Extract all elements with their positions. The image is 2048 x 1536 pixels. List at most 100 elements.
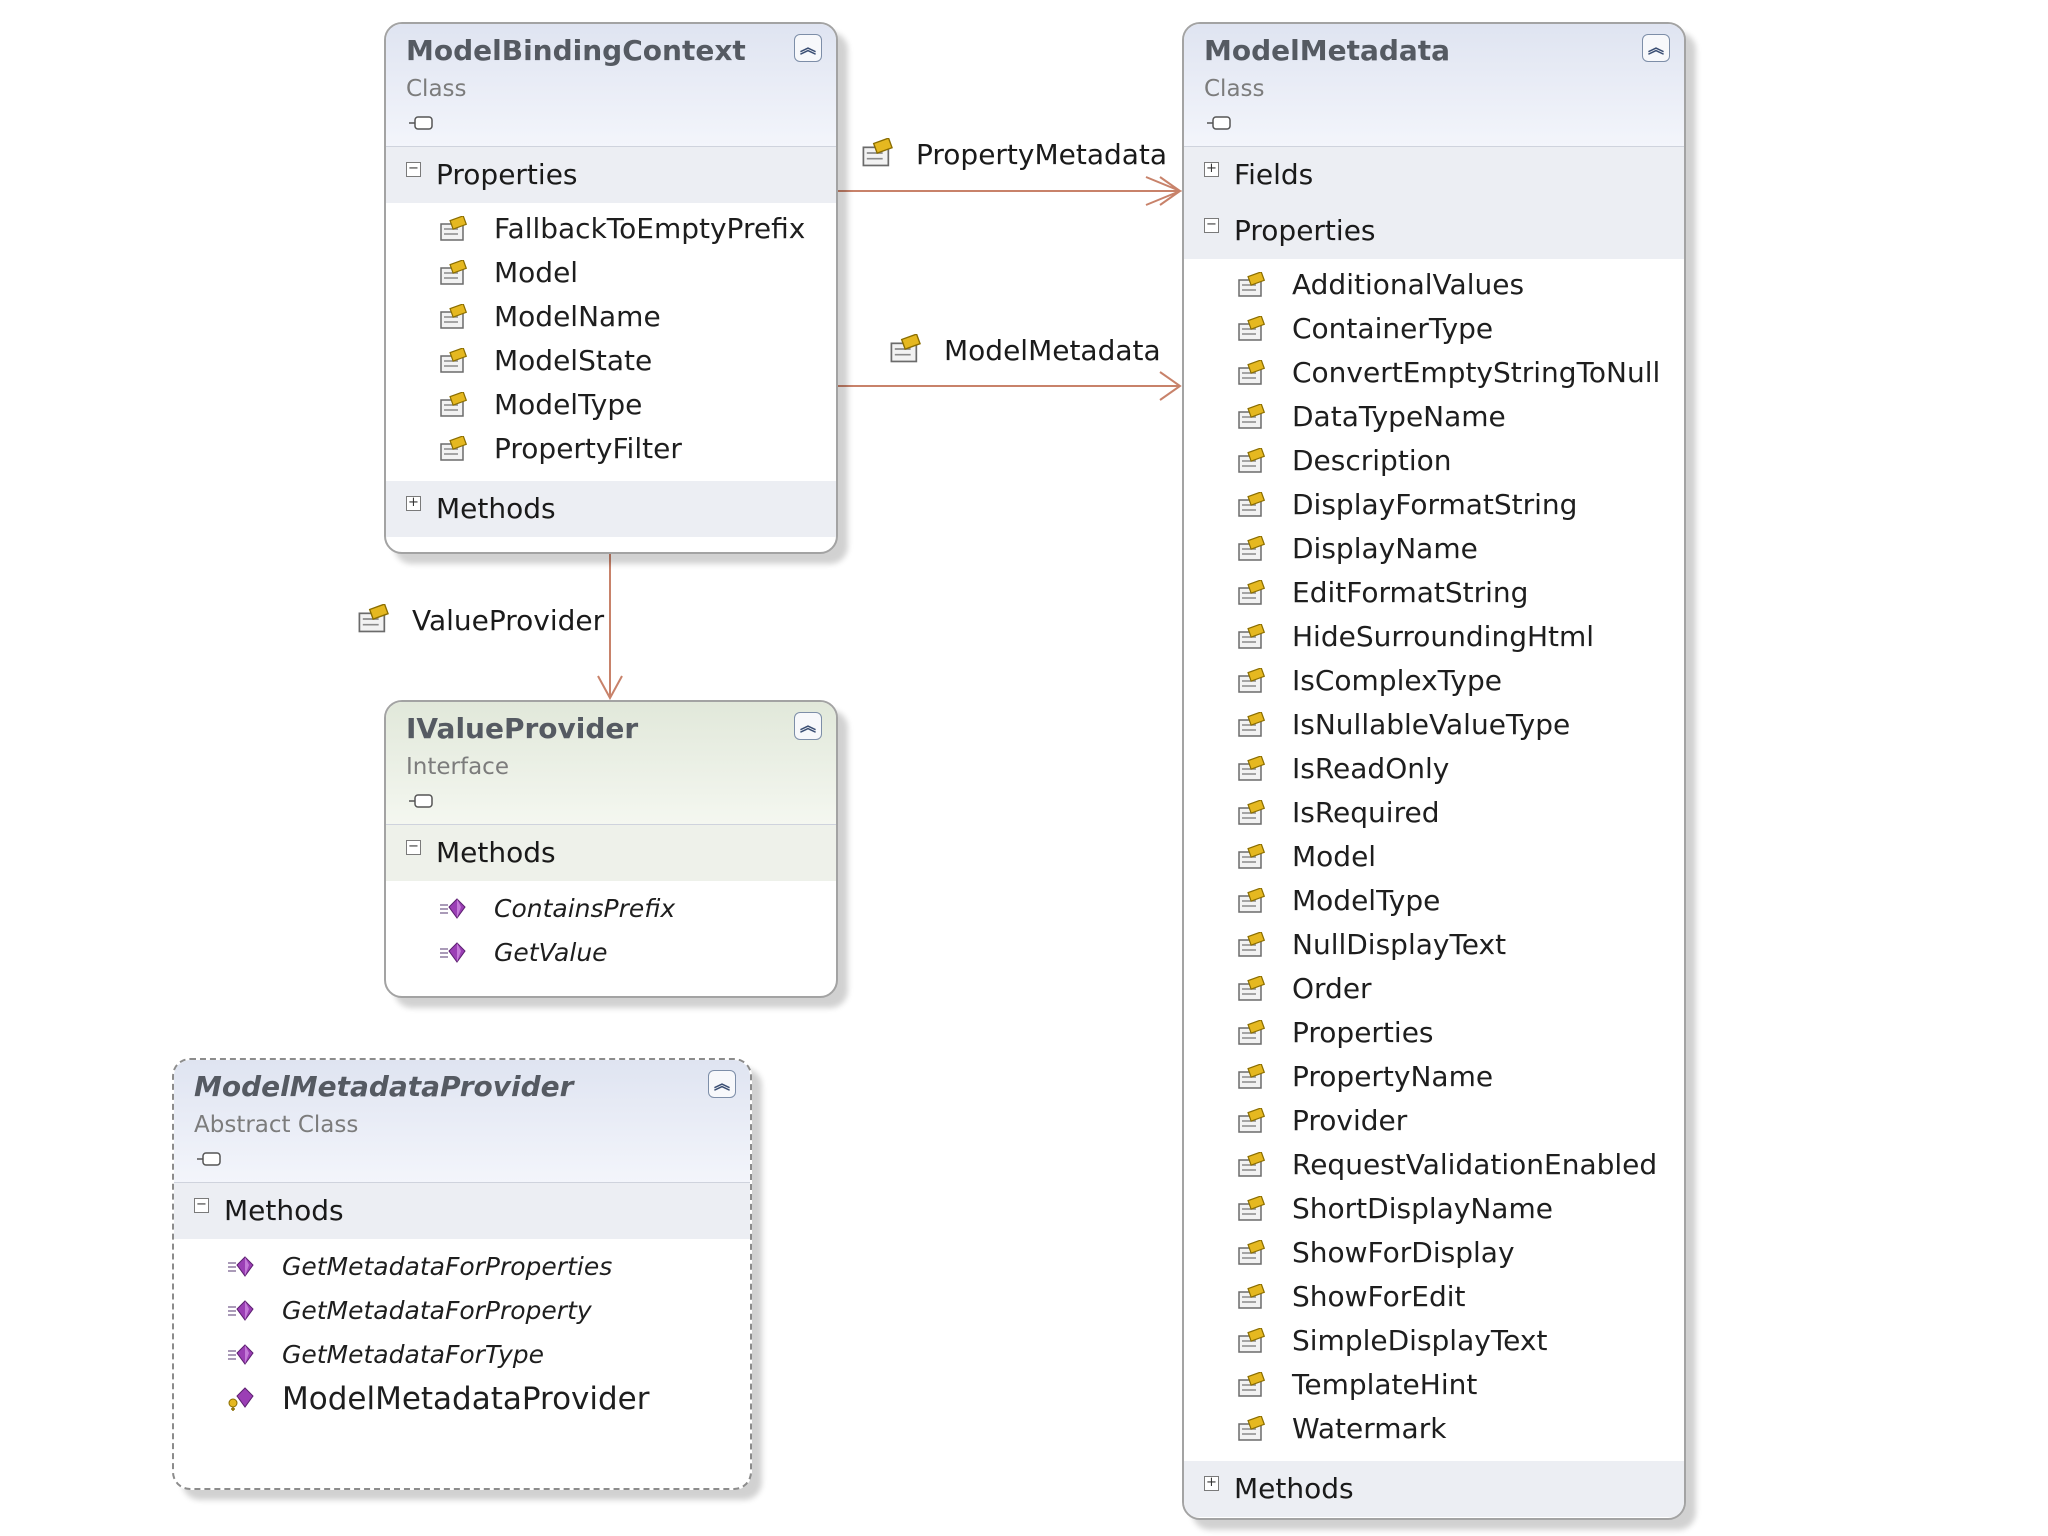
property-item[interactable]: HideSurroundingHtml [1184,615,1684,659]
property-item[interactable]: ShowForDisplay [1184,1231,1684,1275]
property-item[interactable]: IsReadOnly [1184,747,1684,791]
section-header-properties[interactable]: −Properties [386,147,836,203]
method-icon [228,1300,254,1321]
property-item[interactable]: Provider [1184,1099,1684,1143]
method-item[interactable]: GetMetadataForProperty [174,1289,750,1333]
property-icon [1238,800,1266,825]
property-item[interactable]: DisplayName [1184,527,1684,571]
class-header[interactable]: ModelMetadata Class ︽ [1184,24,1684,147]
collapse-chevron-icon[interactable]: ︽ [708,1070,736,1098]
method-item[interactable]: GetMetadataForProperties [174,1245,750,1289]
collapse-chevron-icon[interactable]: ︽ [794,34,822,62]
property-item[interactable]: PropertyFilter [386,427,836,471]
property-item[interactable]: DataTypeName [1184,395,1684,439]
property-item[interactable]: IsNullableValueType [1184,703,1684,747]
class-header[interactable]: ModelBindingContext Class ︽ [386,24,836,147]
member-name: Provider [1292,1104,1408,1137]
collapse-chevron-icon[interactable]: ︽ [794,712,822,740]
member-name: HideSurroundingHtml [1292,620,1595,653]
property-item[interactable]: PropertyName [1184,1055,1684,1099]
property-item[interactable]: ModelName [386,295,836,339]
member-name: ContainerType [1292,312,1494,345]
property-icon [1238,668,1266,693]
property-item[interactable]: ModelType [1184,879,1684,923]
property-item[interactable]: ShortDisplayName [1184,1187,1684,1231]
abstract-class-box-model-metadata-provider[interactable]: ModelMetadataProvider Abstract Class ︽ −… [172,1058,752,1490]
property-item[interactable]: DisplayFormatString [1184,483,1684,527]
section-header-properties[interactable]: −Properties [1184,203,1684,259]
property-icon [1238,932,1266,957]
class-tag-icon [1207,116,1231,130]
property-item[interactable]: FallbackToEmptyPrefix [386,207,836,251]
method-icon [440,898,466,919]
method-item[interactable]: ContainsPrefix [386,887,836,931]
property-item[interactable]: TemplateHint [1184,1363,1684,1407]
method-icon [440,942,466,963]
property-item[interactable]: Description [1184,439,1684,483]
expand-section-icon[interactable]: + [1204,1476,1219,1491]
expand-section-icon[interactable]: + [406,496,421,511]
property-item[interactable]: RequestValidationEnabled [1184,1143,1684,1187]
property-icon [1238,1240,1266,1265]
class-header[interactable]: ModelMetadataProvider Abstract Class ︽ [174,1060,750,1183]
property-item[interactable]: IsRequired [1184,791,1684,835]
property-item[interactable]: ShowForEdit [1184,1275,1684,1319]
class-stereotype: Class [406,76,467,102]
property-item[interactable]: ConvertEmptyStringToNull [1184,351,1684,395]
method-icon [228,1256,254,1277]
property-item[interactable]: Watermark [1184,1407,1684,1451]
property-item[interactable]: Model [1184,835,1684,879]
member-name: DisplayFormatString [1292,488,1578,521]
section-header-methods[interactable]: −Methods [174,1183,750,1239]
class-box-model-metadata[interactable]: ModelMetadata Class ︽ +Fields−Properties… [1182,22,1686,1520]
section-header-methods[interactable]: −Methods [386,825,836,881]
association-arrow-property-metadata [1145,176,1183,206]
expand-section-icon[interactable]: + [1204,162,1219,177]
section-header-fields[interactable]: +Fields [1184,147,1684,203]
property-item[interactable]: NullDisplayText [1184,923,1684,967]
member-name: Model [494,256,579,289]
interface-header[interactable]: IValueProvider Interface ︽ [386,702,836,825]
collapse-section-icon[interactable]: − [406,840,421,855]
property-item[interactable]: Properties [1184,1011,1684,1055]
method-item[interactable]: GetValue [386,931,836,975]
section-header-methods[interactable]: +Methods [1184,1461,1684,1517]
collapse-section-icon[interactable]: − [406,162,421,177]
class-name: ModelMetadataProvider [194,1070,574,1103]
property-item[interactable]: Model [386,251,836,295]
member-name: NullDisplayText [1292,928,1507,961]
association-label-text: PropertyMetadata [916,138,1168,171]
property-item[interactable]: SimpleDisplayText [1184,1319,1684,1363]
member-name: IsReadOnly [1292,752,1450,785]
constructor-item[interactable]: ModelMetadataProvider [174,1377,750,1421]
member-name: ShowForDisplay [1292,1236,1515,1269]
member-name: DataTypeName [1292,400,1506,433]
property-item[interactable]: EditFormatString [1184,571,1684,615]
collapse-section-icon[interactable]: − [194,1198,209,1213]
property-item[interactable]: Order [1184,967,1684,1011]
property-item[interactable]: ModelType [386,383,836,427]
collapse-section-icon[interactable]: − [1204,218,1219,233]
member-name: ModelState [494,344,653,377]
property-item[interactable]: ModelState [386,339,836,383]
class-stereotype: Abstract Class [194,1112,359,1138]
section-header-methods[interactable]: +Methods [386,481,836,537]
association-label-value-provider[interactable]: ValueProvider [356,604,604,637]
association-label-model-metadata[interactable]: ModelMetadata [888,334,1161,367]
member-name: PropertyFilter [494,432,682,465]
collapse-chevron-icon[interactable]: ︽ [1642,34,1670,62]
member-name: Model [1292,840,1377,873]
class-tag-icon [197,1152,221,1166]
property-icon [1238,1196,1266,1221]
member-name: PropertyName [1292,1060,1494,1093]
method-item[interactable]: GetMetadataForType [174,1333,750,1377]
association-label-property-metadata[interactable]: PropertyMetadata [860,138,1167,171]
property-item[interactable]: IsComplexType [1184,659,1684,703]
property-item[interactable]: AdditionalValues [1184,263,1684,307]
member-name: IsComplexType [1292,664,1502,697]
property-item[interactable]: ContainerType [1184,307,1684,351]
